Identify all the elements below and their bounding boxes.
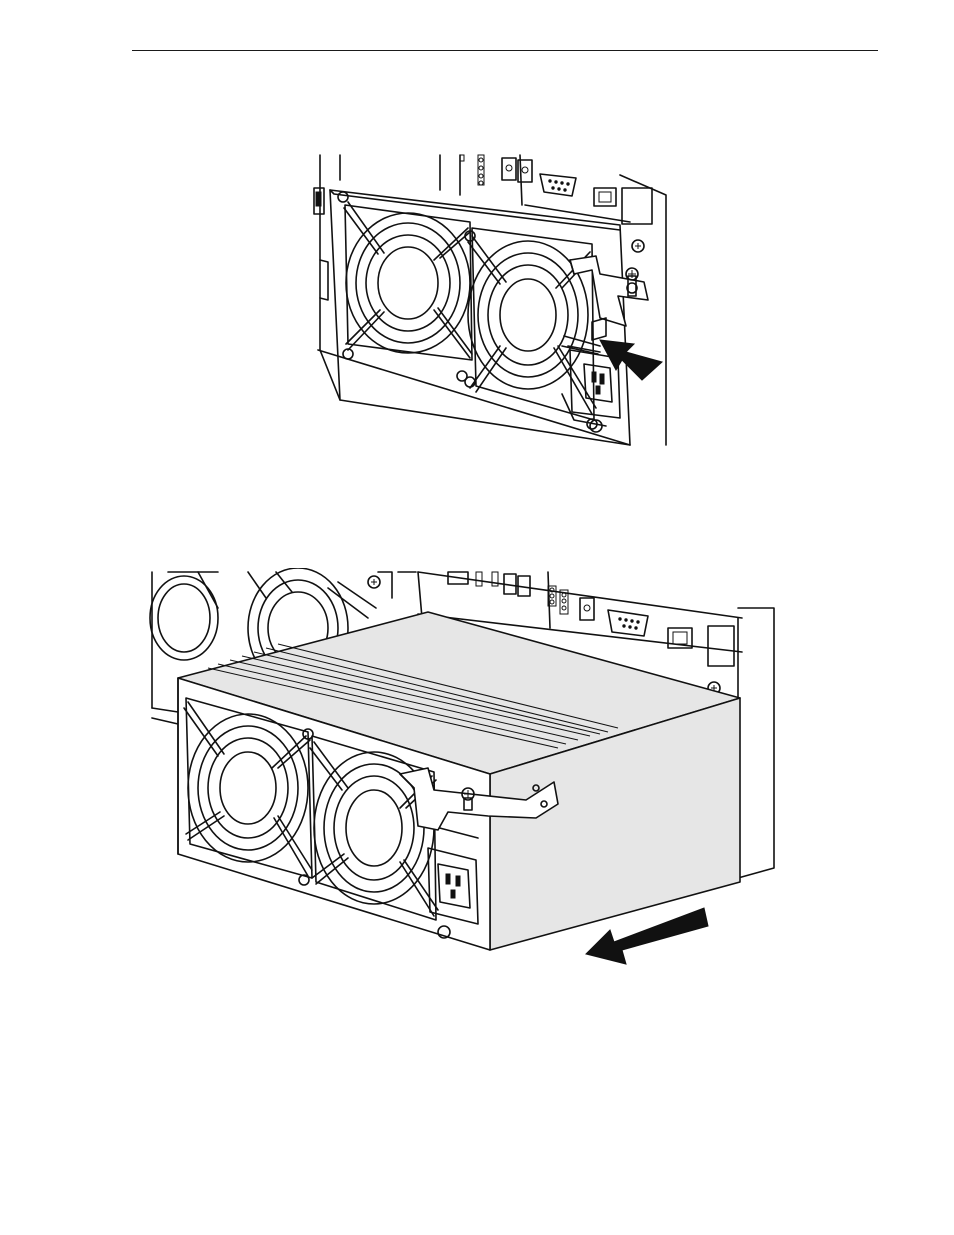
figure-power-supply-latch-illustration bbox=[300, 150, 672, 450]
serial-connector bbox=[608, 610, 648, 636]
ethernet-port bbox=[594, 188, 616, 206]
header-rule bbox=[132, 50, 878, 51]
serial-connector bbox=[540, 174, 576, 196]
figure-power-supply-latch bbox=[300, 150, 672, 450]
figure-power-supply-removal bbox=[148, 568, 776, 968]
power-supply-unit bbox=[178, 612, 740, 950]
power-supply-unit bbox=[318, 190, 648, 445]
figure-power-supply-removal-illustration bbox=[148, 568, 776, 968]
